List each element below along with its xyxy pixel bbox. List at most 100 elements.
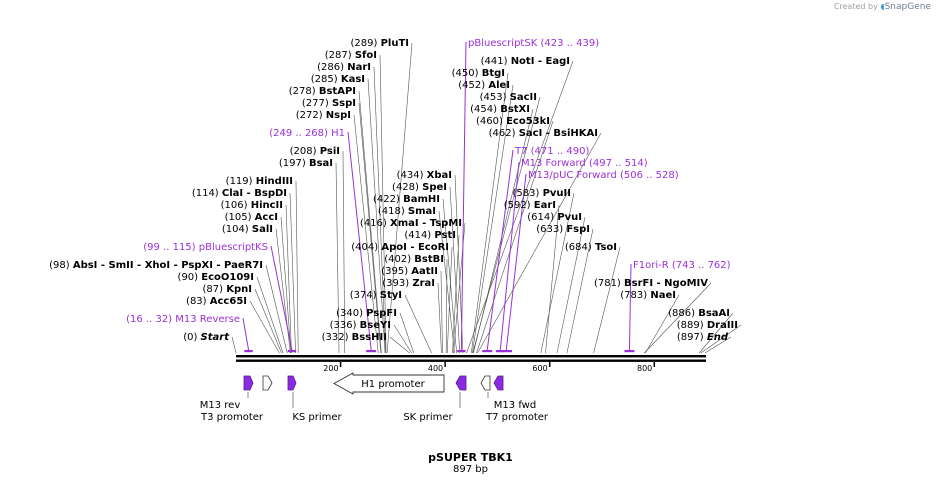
primer-t7[interactable]: T7 (471 .. 490) [514,146,589,157]
site-leader [254,288,282,354]
site-position: (783) [620,290,650,301]
primer-f1ori-r[interactable]: F1ori-R (743 .. 762) [633,260,731,271]
site-hincii[interactable]: (106) HincII [221,200,283,211]
site-nari[interactable]: (286) NarI [317,62,371,73]
site-position: (87) [203,284,227,295]
site-name: PluTI [381,38,409,49]
site-kpni[interactable]: (87) KpnI [203,284,252,295]
site-leader [556,216,586,354]
site-leader [442,198,457,354]
primer-bar [244,350,253,353]
site-bseyi[interactable]: (336) BseYI [330,320,391,331]
site-btgi[interactable]: (450) BtgI [452,68,505,79]
site-position: (83) [186,296,210,307]
site-name: SacII [510,92,537,103]
site-leader [285,204,292,354]
primer-m13-reverse[interactable]: (16 .. 32) M13 Reverse [126,314,240,325]
site-position: (208) [290,146,320,157]
snapgene-logo-icon: ◖ [880,2,885,11]
site-name: BsaAI [698,308,730,319]
site-bstxi[interactable]: (454) BstXI [470,104,530,115]
site-alei[interactable]: (452) AleI [458,80,510,91]
site-bstbi[interactable]: (402) BstBI [384,254,444,265]
site-clai-bspdi[interactable]: (114) ClaI - BspDI [192,188,287,199]
site-position: (460) [476,116,506,127]
site-pvui[interactable]: (614) PvuI [527,212,582,223]
site-acci[interactable]: (105) AccI [225,212,278,223]
site-fspi[interactable]: (633) FspI [536,224,590,235]
site-styi[interactable]: (374) StyI [350,290,402,301]
site-position: (416) [360,218,390,229]
site-smai[interactable]: (418) SmaI [378,206,436,217]
site-eari[interactable]: (592) EarI [504,200,556,211]
primer-m13-puc-forward[interactable]: M13/pUC Forward (506 .. 528) [528,170,679,181]
site-start[interactable]: (0) Start [183,332,230,343]
site-name: AatII [411,266,438,277]
site-bsshii[interactable]: (332) BssHII [322,332,387,343]
site-name: BseYI [360,320,391,331]
site-ecoo109i[interactable]: (90) EcoO109I [178,272,254,283]
site-eco53ki[interactable]: (460) Eco53kI [476,116,550,127]
site-leader [446,246,453,354]
site-pluti[interactable]: (289) PluTI [351,38,410,49]
site-apoi-ecori[interactable]: (404) ApoI - EcoRI [351,242,449,253]
site-bsrfi-ngomiv[interactable]: (781) BsrFI - NgoMIV [594,278,708,289]
site-draiii[interactable]: (889) DraIII [677,320,738,331]
feature-m13-fwd[interactable] [493,375,504,391]
site-pvuii[interactable]: (583) PvuII [513,188,572,199]
site-saci-bsihkai[interactable]: (462) SacI - BsiHKAI [489,128,598,139]
primer-pbluescriptks[interactable]: (99 .. 115) pBluescriptKS [143,242,268,253]
site-zrai[interactable]: (393) ZraI [382,278,435,289]
site-xbai[interactable]: (434) XbaI [397,170,452,181]
feature-sk-primer[interactable] [455,375,467,391]
site-sspi[interactable]: (277) SspI [302,98,356,109]
site-leader [373,66,386,354]
primer-h1[interactable]: (249 .. 268) H1 [269,128,345,139]
h1-promoter-label: H1 promoter [361,379,425,390]
site-bsaai[interactable]: (886) BsaAI [668,308,730,319]
site-bamhi[interactable]: (422) BamHI [373,194,440,205]
site-sali[interactable]: (104) SalI [222,224,273,235]
site-tsoi[interactable]: (684) TsoI [565,242,617,253]
site-kasi[interactable]: (285) KasI [311,74,365,85]
site-psii[interactable]: (208) PsiI [290,146,340,157]
site-psti[interactable]: (414) PstI [404,230,456,241]
site-bsai[interactable]: (197) BsaI [279,158,333,169]
site-pspfi[interactable]: (340) PspFI [336,308,397,319]
primer-pbluescriptsk[interactable]: pBluescriptSK (423 .. 439) [468,38,599,49]
site-naei[interactable]: (783) NaeI [620,290,676,301]
site-name: Start [201,332,231,343]
site-end[interactable]: (897) End [677,332,729,343]
site-position: (434) [397,170,427,181]
site-name: KasI [341,74,365,85]
site-leader [280,216,292,354]
site-spei[interactable]: (428) SpeI [392,182,447,193]
site-xmai-tspmi[interactable]: (416) XmaI - TspMI [360,218,462,229]
site-name: AccI [255,212,278,223]
site-position: (0) [183,332,200,343]
primer-m13-forward[interactable]: M13 Forward (497 .. 514) [521,158,648,169]
site-position: (441) [481,56,511,67]
site-name: SspI [332,98,356,109]
site-hindiii[interactable]: (119) HindIII [226,176,293,187]
feature-t7-promoter[interactable] [480,375,491,391]
feature-h1-promoter[interactable]: H1 promoter [333,372,445,395]
feature-m13-rev[interactable] [243,375,254,391]
site-noti-eagi[interactable]: (441) NotI - EagI [481,56,570,67]
primer-name: H1 [331,128,345,139]
site-name: BstBI [414,254,444,265]
site-bstapi[interactable]: (278) BstAPI [289,86,356,97]
site-nspi[interactable]: (272) NspI [296,110,351,121]
site-acc65i[interactable]: (83) Acc65I [186,296,247,307]
site-absi-smii-xhoi-pspxi-paer7i[interactable]: (98) AbsI - SmII - XhoI - PspXI - PaeR7I [49,260,263,271]
m13-rev-label: M13 rev [200,400,241,411]
site-aatii[interactable]: (395) AatII [381,266,438,277]
feature-t3-promoter[interactable] [262,375,273,391]
site-sacii[interactable]: (453) SacII [480,92,537,103]
site-leader [393,324,412,354]
primer-bar [457,350,466,353]
site-sfoi[interactable]: (287) SfoI [325,50,377,61]
feature-ks-primer[interactable] [287,375,297,391]
site-name: XbaI [427,170,452,181]
site-name: EcoO109I [201,272,254,283]
